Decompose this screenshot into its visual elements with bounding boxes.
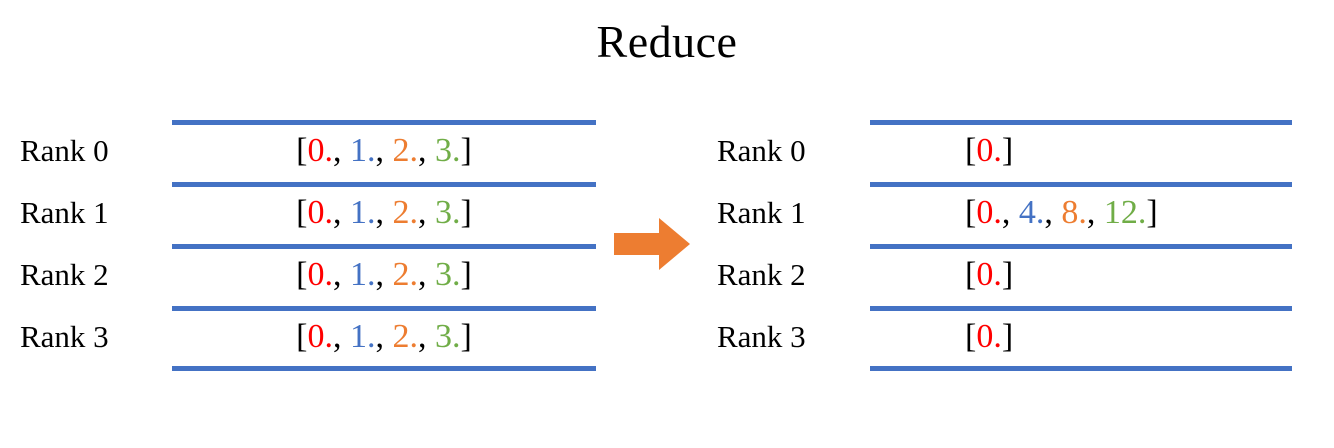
array-item: 0. — [976, 318, 1002, 355]
array-value: [0.] — [965, 120, 1013, 182]
input-rank-table: Rank 0 [0., 1., 2., 3.] Rank 1 [0., 1., … — [0, 120, 640, 371]
bracket-close: ] — [460, 318, 472, 355]
array-item: 0. — [307, 132, 334, 169]
row-divider — [172, 120, 596, 125]
bracket-open: [ — [965, 256, 977, 293]
array-item: 1. — [350, 318, 376, 355]
row-divider — [870, 244, 1292, 249]
bracket-open: [ — [296, 132, 308, 169]
row-divider — [870, 366, 1292, 371]
row-divider — [870, 120, 1292, 125]
array-value: [0., 1., 2., 3.] — [172, 120, 596, 182]
array-item: 0. — [976, 194, 1002, 231]
array-item: 0. — [307, 194, 334, 231]
bracket-open: [ — [296, 318, 308, 355]
array-item: 1. — [350, 256, 376, 293]
table-row: Rank 3 [0., 1., 2., 3.] — [0, 306, 640, 371]
array-value: [0., 1., 2., 3.] — [172, 306, 596, 368]
bracket-close: ] — [1001, 318, 1014, 355]
array-separator: , — [333, 256, 350, 293]
array-separator: , — [333, 132, 350, 169]
array-item: 3. — [435, 194, 461, 231]
array-value: [0.] — [965, 244, 1013, 306]
array-separator: , — [418, 132, 435, 169]
array-item: 2. — [392, 256, 419, 293]
array-item: 3. — [435, 318, 461, 355]
array-separator: , — [418, 194, 435, 231]
rank-label: Rank 1 — [717, 195, 806, 230]
table-row: Rank 3 [0.] — [700, 306, 1334, 371]
array-separator: , — [375, 318, 393, 355]
rank-label: Rank 2 — [20, 257, 109, 292]
page-title: Reduce — [596, 16, 738, 67]
bracket-close: ] — [460, 194, 472, 231]
rank-label: Rank 3 — [20, 319, 109, 354]
rank-label: Rank 0 — [20, 133, 109, 168]
bracket-close: ] — [1001, 132, 1014, 169]
bracket-open: [ — [965, 194, 977, 231]
row-divider — [870, 306, 1292, 311]
rank-label: Rank 0 — [717, 133, 806, 168]
array-separator: , — [418, 256, 435, 293]
array-item: 2. — [392, 132, 419, 169]
array-separator: , — [1001, 194, 1019, 231]
array-separator: , — [375, 256, 393, 293]
row-divider — [172, 366, 596, 371]
bracket-close: ] — [1146, 194, 1158, 231]
array-item: 0. — [976, 256, 1002, 293]
array-item: 3. — [435, 256, 461, 293]
array-separator: , — [333, 194, 350, 231]
rank-label: Rank 1 — [20, 195, 109, 230]
array-item: 8. — [1061, 194, 1087, 231]
row-divider — [172, 182, 596, 187]
row-divider — [172, 244, 596, 249]
rank-label: Rank 2 — [717, 257, 806, 292]
bracket-close: ] — [460, 256, 472, 293]
array-separator: , — [1044, 194, 1062, 231]
table-row: Rank 1 [0., 1., 2., 3.] — [0, 182, 640, 244]
bracket-open: [ — [296, 256, 308, 293]
array-separator: , — [375, 132, 393, 169]
array-item: 2. — [392, 194, 419, 231]
row-divider — [870, 182, 1292, 187]
table-row: Rank 1 [0., 4., 8., 12.] — [700, 182, 1334, 244]
array-item: 4. — [1018, 194, 1045, 231]
row-divider — [172, 306, 596, 311]
array-item: 0. — [307, 256, 334, 293]
right-arrow-icon — [614, 218, 690, 270]
array-item: 12. — [1103, 194, 1147, 231]
array-value: [0., 1., 2., 3.] — [172, 182, 596, 244]
array-item: 1. — [350, 194, 376, 231]
array-value: [0., 1., 2., 3.] — [172, 244, 596, 306]
bracket-open: [ — [965, 318, 977, 355]
array-value: [0., 4., 8., 12.] — [965, 182, 1158, 244]
array-separator: , — [418, 318, 435, 355]
table-row: Rank 2 [0.] — [700, 244, 1334, 306]
array-separator: , — [333, 318, 350, 355]
array-item: 2. — [392, 318, 419, 355]
bracket-open: [ — [296, 194, 308, 231]
table-row: Rank 0 [0., 1., 2., 3.] — [0, 120, 640, 182]
output-rank-table: Rank 0 [0.] Rank 1 [0., 4., 8., 12.] Ran… — [700, 120, 1334, 371]
table-row: Rank 2 [0., 1., 2., 3.] — [0, 244, 640, 306]
array-item: 0. — [976, 132, 1002, 169]
array-item: 3. — [435, 132, 461, 169]
bracket-open: [ — [965, 132, 977, 169]
bracket-close: ] — [460, 132, 472, 169]
bracket-close: ] — [1001, 256, 1014, 293]
rank-label: Rank 3 — [717, 319, 806, 354]
array-item: 0. — [307, 318, 334, 355]
array-item: 1. — [350, 132, 376, 169]
array-separator: , — [1086, 194, 1104, 231]
table-row: Rank 0 [0.] — [700, 120, 1334, 182]
array-value: [0.] — [965, 306, 1013, 368]
array-separator: , — [375, 194, 393, 231]
